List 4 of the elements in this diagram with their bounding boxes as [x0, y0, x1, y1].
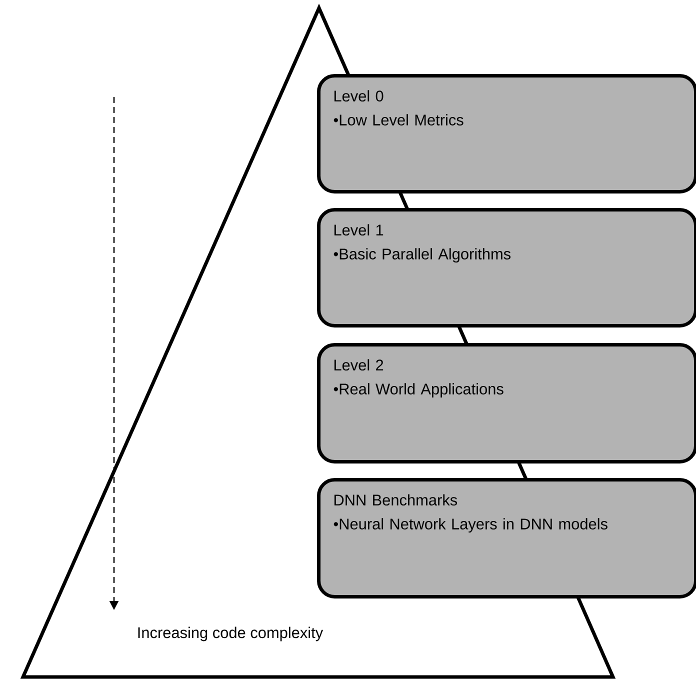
level-box: Level 2 •Real World Applications	[317, 343, 696, 464]
level-box: Level 1 •Basic Parallel Algorithms	[317, 208, 696, 328]
level-box: DNN Benchmarks •Neural Network Layers in DNN models	[317, 478, 696, 598]
level-box: Level 0 •Low Level Metrics	[317, 74, 696, 194]
